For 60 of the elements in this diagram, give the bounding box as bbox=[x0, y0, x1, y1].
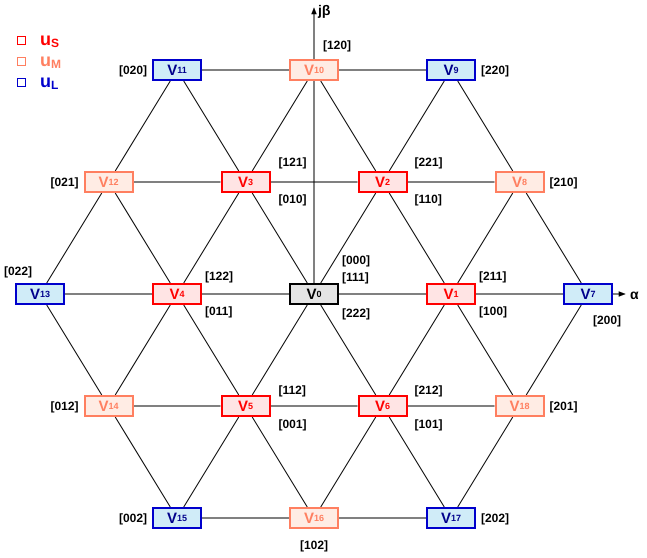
state-label: [201] bbox=[548, 399, 579, 413]
connector-line bbox=[252, 192, 308, 284]
connector-line bbox=[388, 192, 445, 284]
connector-line bbox=[252, 80, 308, 172]
axis-label: jβ bbox=[318, 2, 330, 18]
state-label: [111] bbox=[341, 270, 370, 284]
state-label: [210] bbox=[548, 175, 579, 189]
connector-line bbox=[320, 304, 376, 396]
connector-line bbox=[183, 416, 240, 508]
state-label: [212] bbox=[414, 383, 444, 397]
state-label: [202] bbox=[480, 511, 510, 525]
state-label: [221] bbox=[414, 155, 444, 169]
connector-line bbox=[183, 192, 240, 284]
state-label: [102] bbox=[299, 538, 329, 552]
state-label: [211] bbox=[478, 269, 508, 283]
connector-line bbox=[46, 192, 102, 284]
state-label: [010] bbox=[278, 192, 308, 206]
connector-line bbox=[457, 416, 514, 508]
state-label: [122] bbox=[204, 269, 234, 283]
state-label: [021] bbox=[49, 175, 80, 189]
state-label: [002] bbox=[118, 511, 148, 525]
state-label: [012] bbox=[49, 399, 80, 413]
connector-line bbox=[252, 416, 308, 508]
connector-line bbox=[526, 192, 582, 284]
axis-label: α bbox=[630, 286, 639, 302]
connector-line bbox=[114, 80, 171, 172]
state-label: [112] bbox=[278, 383, 307, 397]
state-label: [222] bbox=[341, 306, 372, 320]
connector-line bbox=[457, 192, 514, 284]
connector-line bbox=[457, 304, 514, 396]
connector-line bbox=[388, 416, 445, 508]
legend-label: u$_{M}$ bbox=[40, 50, 61, 73]
connector-line bbox=[183, 304, 240, 396]
state-label: [121] bbox=[278, 155, 308, 169]
legend-label: u$_{L}$ bbox=[40, 71, 58, 94]
connector-line bbox=[320, 416, 376, 508]
connector-line bbox=[320, 192, 376, 284]
connector-line bbox=[388, 80, 445, 172]
legend-label: u$_{S}$ bbox=[40, 29, 60, 52]
state-label: [200] bbox=[592, 313, 622, 327]
state-label: [220] bbox=[480, 63, 510, 77]
state-label: [001] bbox=[278, 417, 308, 431]
connector-line bbox=[526, 304, 582, 396]
connector-line bbox=[252, 304, 308, 396]
state-label: [011] bbox=[204, 304, 234, 318]
state-label: [100] bbox=[478, 304, 508, 318]
state-label: [101] bbox=[414, 417, 444, 431]
connector-line bbox=[114, 192, 171, 284]
state-label: [110] bbox=[414, 192, 443, 206]
state-label: [020] bbox=[118, 63, 148, 77]
connector-line bbox=[46, 304, 102, 396]
connector-line bbox=[388, 304, 445, 396]
state-label: [022] bbox=[3, 264, 33, 278]
connector-line bbox=[457, 80, 514, 172]
state-label: [000] bbox=[341, 253, 372, 267]
connector-line bbox=[114, 416, 171, 508]
connector-line bbox=[183, 80, 240, 172]
connector-line bbox=[320, 80, 376, 172]
connector-line bbox=[114, 304, 171, 396]
state-label: [120] bbox=[322, 38, 352, 52]
